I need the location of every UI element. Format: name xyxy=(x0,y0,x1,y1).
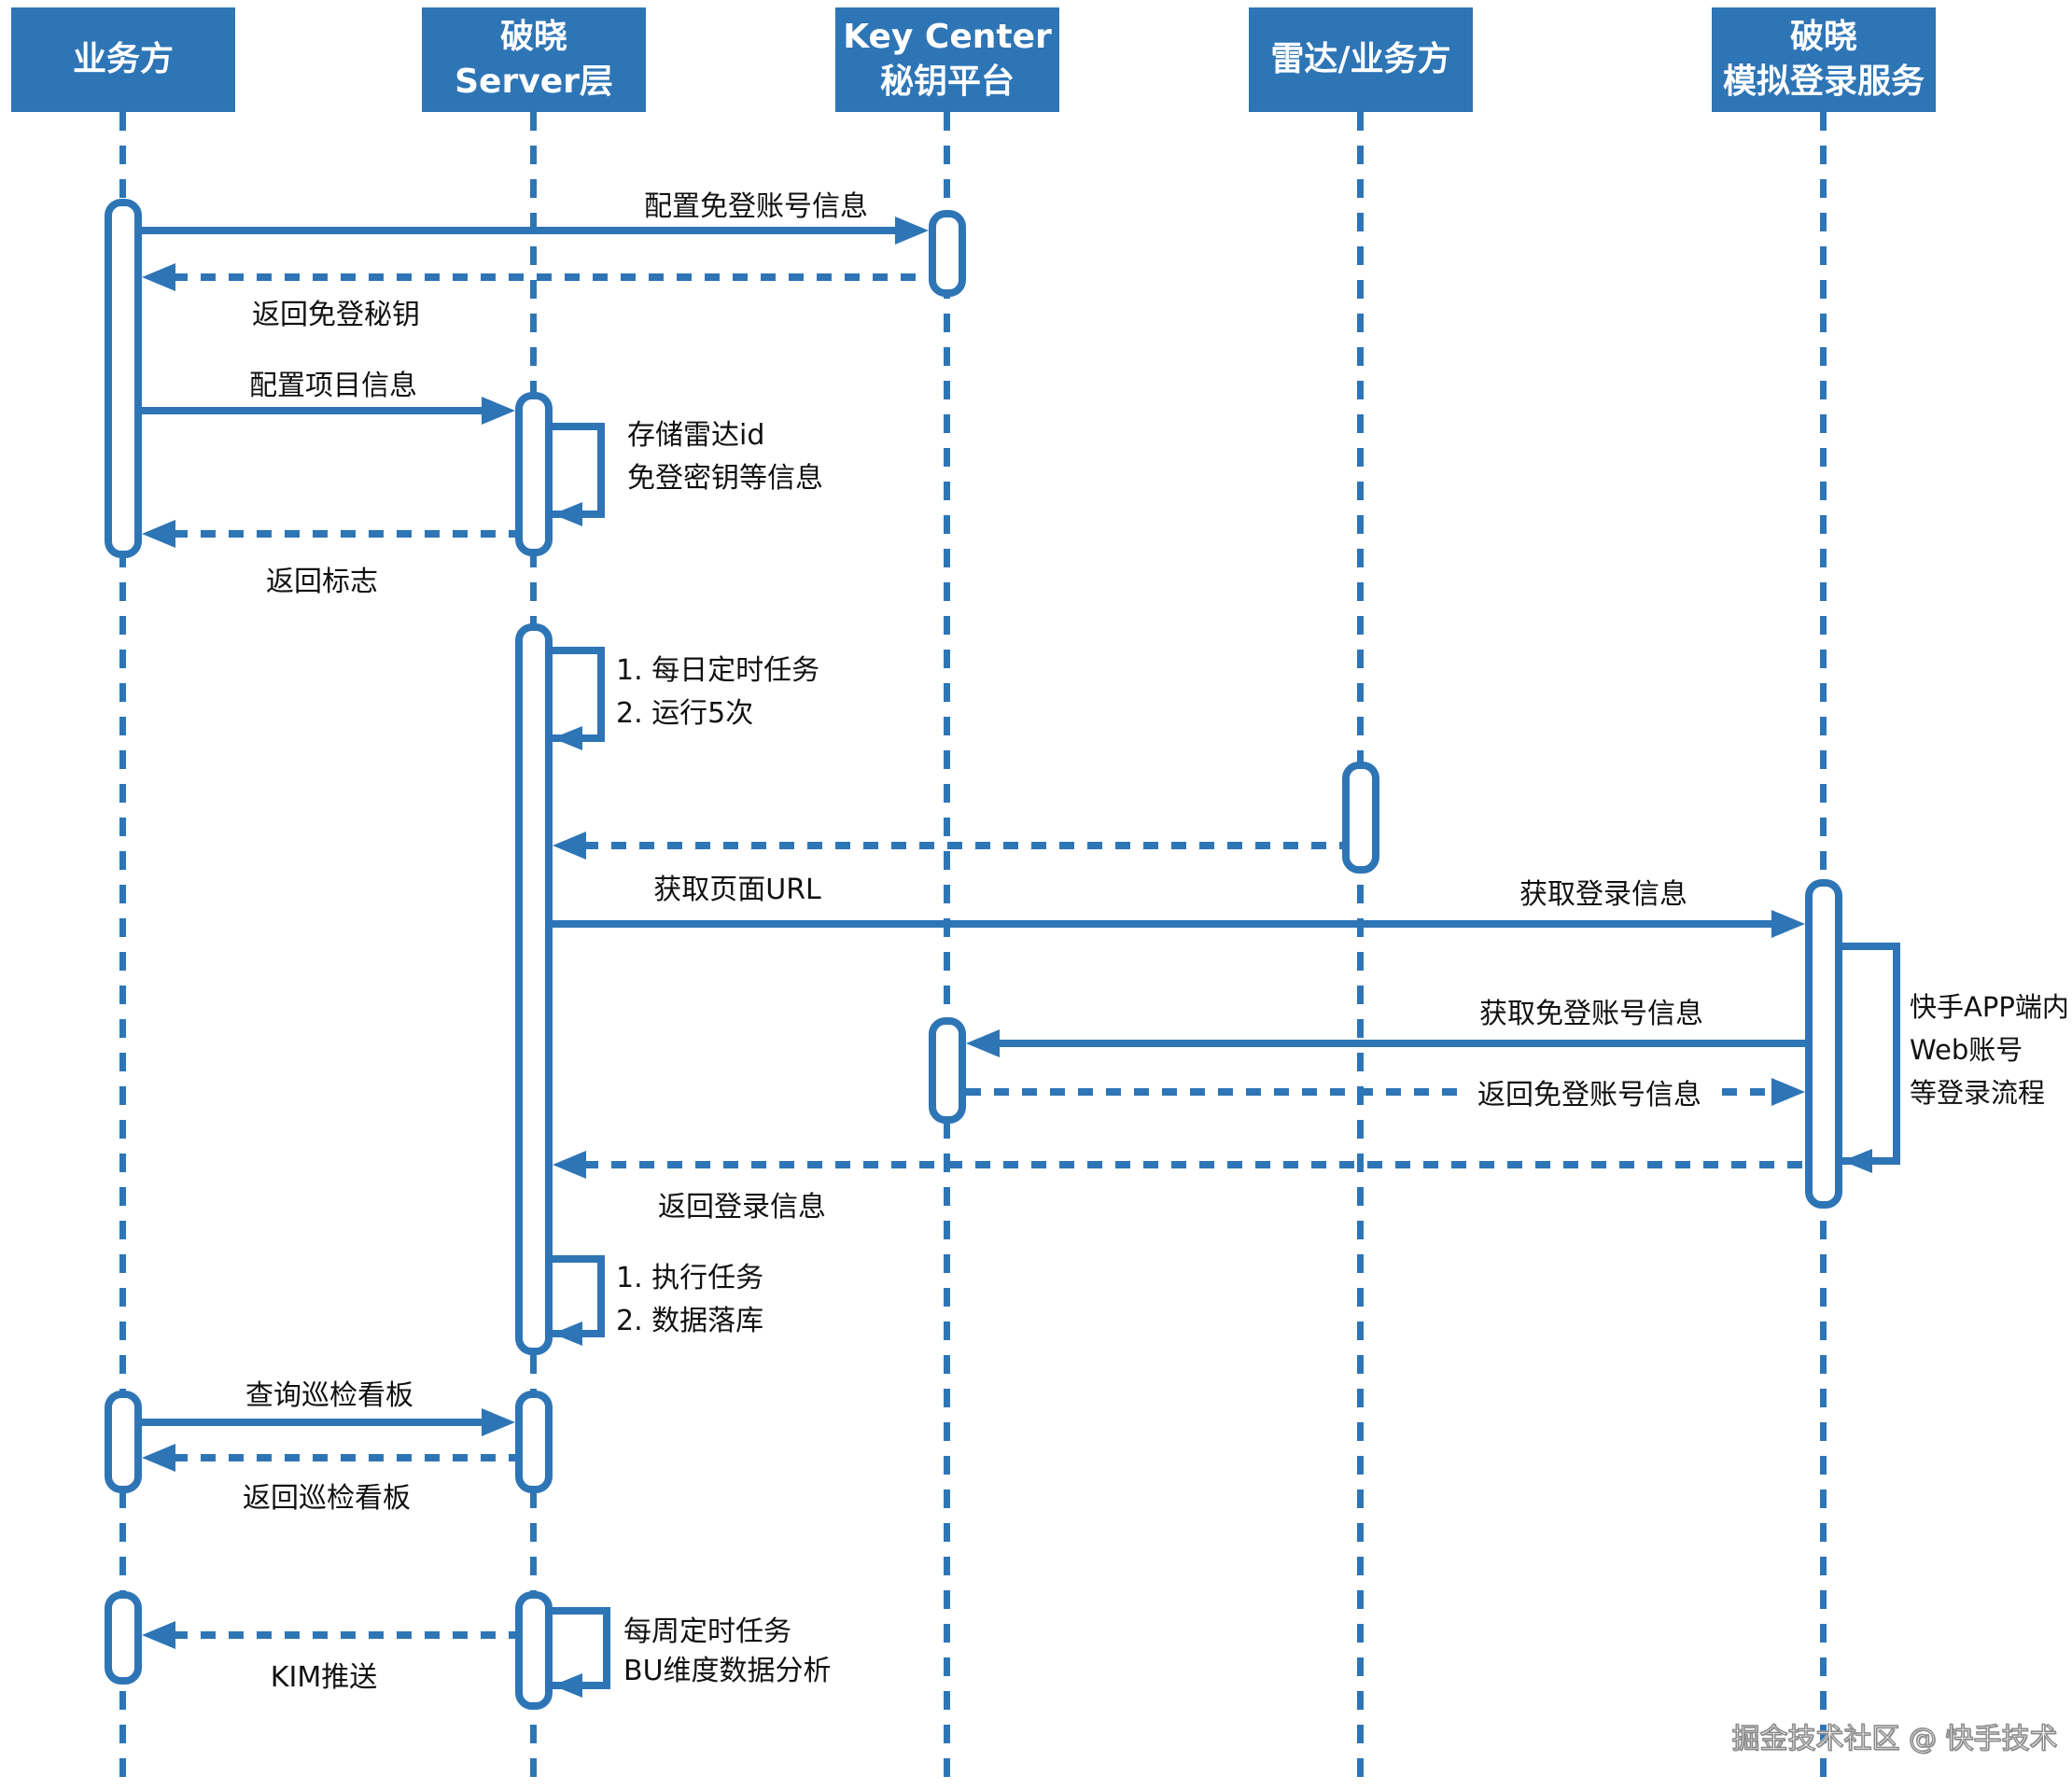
arrowhead-left-icon xyxy=(142,520,175,548)
note-execute-task: 1. 执行任务 2. 数据落库 xyxy=(616,1257,763,1343)
note-line: 2. 数据落库 xyxy=(616,1305,764,1337)
label-return-flag: 返回标志 xyxy=(266,566,378,598)
label-kim-push: KIM推送 xyxy=(270,1661,378,1694)
arrowhead-left-icon xyxy=(553,1151,586,1179)
arrowhead-left-icon xyxy=(142,1444,175,1472)
arrow-return-key xyxy=(142,263,929,291)
label-return-account-info: 返回免登账号信息 xyxy=(1468,1071,1711,1112)
arrow-line xyxy=(966,1088,1774,1096)
arrowhead-right-icon xyxy=(482,1408,515,1436)
actor-label: 业务方 xyxy=(72,40,174,78)
note-line: 等登录流程 xyxy=(1910,1077,2046,1109)
arrowhead-left-icon xyxy=(142,1621,175,1649)
arrow-return-dashboard xyxy=(142,1444,515,1472)
label-get-account-info: 获取免登账号信息 xyxy=(1479,998,1703,1030)
label-configure-account: 配置免登账号信息 xyxy=(644,190,868,223)
arrow-line xyxy=(142,1419,484,1426)
arrow-line xyxy=(142,407,484,414)
actor-label: 破晓 xyxy=(1789,18,1857,56)
arrowhead-left-icon xyxy=(142,263,175,291)
label-return-key: 返回免登秘钥 xyxy=(252,299,420,331)
arrow-kim-push xyxy=(142,1621,515,1649)
label-return-login-info: 返回登录信息 xyxy=(658,1191,826,1224)
arrow-line xyxy=(583,1161,1805,1168)
activation-server-3 xyxy=(515,1391,553,1493)
arrowhead-right-icon xyxy=(895,217,929,245)
lifeline-business xyxy=(119,112,126,1790)
arrow-line xyxy=(997,1040,1805,1047)
label-return-dashboard: 返回巡检看板 xyxy=(243,1482,411,1515)
arrow-line xyxy=(173,1454,515,1461)
actor-label: 模拟登录服务 xyxy=(1722,63,1925,101)
label-get-login-info: 获取登录信息 xyxy=(1519,878,1687,911)
arrow-get-login-info xyxy=(553,910,1805,938)
activation-key-center-1 xyxy=(929,210,966,297)
activation-business-3 xyxy=(105,1591,142,1685)
arrow-configure-account xyxy=(142,217,929,245)
activation-server-1 xyxy=(515,392,553,556)
arrowhead-right-icon xyxy=(482,397,515,425)
note-line: 免登密钥等信息 xyxy=(627,462,823,495)
arrow-line xyxy=(553,920,1774,928)
note-line: Web账号 xyxy=(1910,1034,2023,1066)
arrow-line xyxy=(173,273,929,281)
watermark: 掘金技术社区 @ 快手技术 xyxy=(1731,1722,2059,1756)
arrow-line xyxy=(142,227,898,234)
activation-server-4 xyxy=(515,1591,553,1710)
actor-label: Server层 xyxy=(455,63,613,101)
note-store-info: 存储雷达id 免登密钥等信息 xyxy=(627,414,823,500)
arrowhead-left-icon xyxy=(553,502,582,526)
note-line: 2. 运行5次 xyxy=(616,697,754,730)
note-line: BU维度数据分析 xyxy=(623,1655,832,1687)
arrow-get-account-info xyxy=(966,1029,1805,1057)
note-login-flow: 快手APP端内 Web账号 等登录流程 xyxy=(1910,986,2069,1114)
activation-radar-1 xyxy=(1342,762,1379,874)
activation-key-center-2 xyxy=(929,1017,966,1124)
arrowhead-right-icon xyxy=(1771,1078,1805,1106)
arrowhead-left-icon xyxy=(553,1673,582,1698)
arrowhead-left-icon xyxy=(553,832,586,860)
arrow-line xyxy=(173,1631,515,1639)
actor-label: 破晓 xyxy=(499,18,567,56)
note-line: 1. 每日定时任务 xyxy=(616,654,820,687)
arrow-get-page-url xyxy=(553,832,1342,860)
actor-label: 秘钥平台 xyxy=(879,63,1015,101)
note-line: 每周定时任务 xyxy=(623,1615,791,1648)
arrowhead-left-icon xyxy=(966,1029,1000,1057)
arrow-configure-project xyxy=(142,397,515,425)
label-get-page-url: 获取页面URL xyxy=(653,874,821,906)
note-line: 1. 执行任务 xyxy=(616,1262,764,1294)
note-line: 存储雷达id xyxy=(627,419,765,452)
activation-server-2 xyxy=(515,623,553,1355)
arrow-line xyxy=(173,530,515,538)
actor-box-key-center: Key Center 秘钥平台 xyxy=(835,7,1059,112)
actor-box-poxiao-server: 破晓 Server层 xyxy=(422,7,646,112)
arrow-return-flag xyxy=(142,520,515,548)
actor-label: Key Center xyxy=(843,18,1052,56)
arrow-return-account-info xyxy=(966,1078,1805,1106)
activation-login-1 xyxy=(1805,879,1842,1209)
label-configure-project: 配置项目信息 xyxy=(249,370,417,402)
note-weekly-task: 每周定时任务 BU维度数据分析 xyxy=(623,1613,832,1691)
arrow-query-dashboard xyxy=(142,1408,515,1436)
activation-business-2 xyxy=(105,1391,142,1493)
arrow-return-login-info xyxy=(553,1151,1805,1179)
actor-box-poxiao-login: 破晓 模拟登录服务 xyxy=(1712,7,1936,112)
lifeline-key-center xyxy=(944,112,950,1790)
arrow-line xyxy=(583,842,1342,849)
lifeline-radar-business xyxy=(1357,112,1364,1790)
note-daily-task: 1. 每日定时任务 2. 运行5次 xyxy=(616,650,819,735)
arrowhead-left-icon xyxy=(553,726,582,750)
arrowhead-left-icon xyxy=(1842,1149,1872,1173)
label-query-dashboard: 查询巡检看板 xyxy=(245,1379,413,1412)
arrowhead-left-icon xyxy=(553,1322,582,1346)
self-loop-login-flow xyxy=(1842,943,1900,1165)
actor-box-radar-business: 雷达/业务方 xyxy=(1249,7,1473,112)
note-line: 快手APP端内 xyxy=(1910,991,2069,1023)
actor-box-business: 业务方 xyxy=(11,7,235,112)
arrowhead-right-icon xyxy=(1771,910,1805,938)
actor-label: 雷达/业务方 xyxy=(1270,40,1451,78)
activation-business-1 xyxy=(105,199,142,558)
